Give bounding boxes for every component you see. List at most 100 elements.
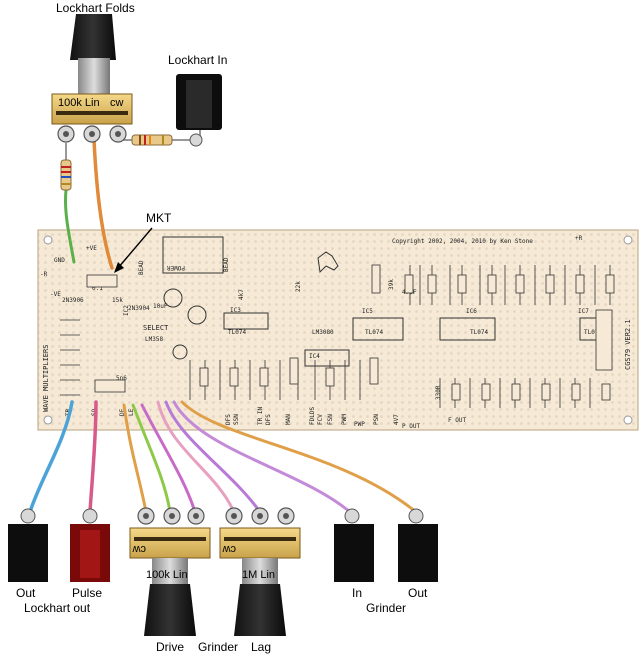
jack-grinder-in-icon (334, 524, 374, 582)
pcb-bead1: BEAD (138, 260, 145, 275)
pin-pwm: PWM (341, 414, 348, 425)
pin-le: LE (128, 408, 135, 416)
pcb-title: WAVE MULTIPLIERS (42, 345, 50, 412)
pcb-power: POWER (167, 264, 185, 271)
pcb-tl074-c: TL074 (470, 329, 488, 336)
jack-grinder-out[interactable] (398, 508, 438, 582)
knob-lag-icon (234, 584, 286, 636)
wire-folds-wiper (92, 138, 114, 270)
pot-lag-dir: cw (223, 543, 237, 555)
pot-drive-body (129, 527, 211, 559)
pin-man: MAN (285, 414, 292, 425)
label-drive: Drive (156, 640, 184, 654)
knob-icon (70, 14, 116, 60)
resistor-in-icon (131, 134, 173, 146)
pcb-r22k: 22k (295, 281, 302, 292)
pcb-tl074-a: TL074 (228, 329, 246, 336)
pcb-ic3: IC3 (230, 307, 241, 314)
pcb-r39k: 39k (388, 279, 395, 290)
knob-drive-icon (144, 584, 196, 636)
pin-dfs: DFS (225, 414, 232, 425)
pot-drive-value: 100k Lin (146, 569, 188, 581)
label-out: Out (16, 586, 36, 600)
pcb-select: SELECT (143, 324, 169, 332)
wire-grinder-in (172, 400, 352, 514)
pin-4v7: 4V7 (393, 414, 400, 425)
label-in: In (352, 586, 362, 600)
wire-drive-1 (122, 403, 148, 514)
jack-lockhart-out[interactable] (8, 508, 48, 582)
label-grinder-right: Grinder (366, 601, 406, 615)
pcb-edge-pin-labels: GND +VE -VE -R +R TR SQ DE LE DFS SSN TR… (40, 235, 583, 430)
pot-body (51, 93, 133, 125)
wire-lag-2 (164, 400, 262, 514)
label-lockhart-out: Lockhart out (24, 601, 91, 615)
pin-nve: -VE (50, 291, 61, 298)
pin-tr-in: TR IN (257, 407, 264, 425)
pin-nr: -R (40, 271, 48, 278)
pot-lag-body (219, 527, 301, 559)
pcb-r4k7: 4k7 (238, 289, 245, 300)
pot-lag[interactable]: cw 1M Lin (219, 507, 301, 636)
pcb-lm3080: LM3080 (312, 329, 334, 336)
wires (28, 119, 418, 514)
jack-grinder-in[interactable] (334, 508, 374, 582)
shaft-icon (78, 58, 110, 96)
pot-drive[interactable]: cw 100k Lin (129, 507, 211, 636)
pcb-ic6: IC6 (466, 308, 477, 315)
label-mkt: MKT (146, 211, 172, 225)
pin-pwp: PWP (354, 421, 365, 428)
label-out-right: Out (408, 586, 428, 600)
pcb-ic4: IC4 (309, 353, 320, 360)
pcb-tl074-b: TL074 (365, 329, 383, 336)
jack-pulse[interactable] (70, 508, 110, 582)
pcb-q2: 2N3904 (128, 305, 150, 312)
pot-lockhart-folds[interactable]: 100k Lin cw (51, 14, 133, 143)
pcb-r15k: 15k (112, 297, 123, 304)
pot-folds-dir: cw (110, 97, 124, 109)
pcb-r5k6: 5n6 (116, 375, 127, 382)
jack-grinder-out-icon (398, 524, 438, 582)
pin-ssn: SSN (233, 414, 240, 425)
pcb-ic7: IC7 (578, 308, 589, 315)
pcb-bead2: BEAD (223, 257, 230, 272)
label-lockhart-in: Lockhart In (168, 53, 227, 67)
wire-pulse-pink (88, 400, 98, 514)
wire-grinder-out (180, 400, 418, 514)
pin-psn: PSN (373, 414, 380, 425)
pin-fsn: FSN (327, 414, 334, 425)
pcb-ic5: IC5 (362, 308, 373, 315)
pcb-cap1: 10uF (153, 303, 168, 310)
pcb-r330: 330R (435, 385, 442, 400)
wire-drive-3 (140, 403, 197, 514)
pcb-ic2: IC2 (123, 305, 130, 316)
pin-fcv: FCV (317, 414, 324, 425)
wire-folds-green (64, 188, 76, 264)
wire-drive-2 (131, 403, 172, 514)
pot-lag-value: 1M Lin (242, 569, 275, 581)
label-lockhart-folds: Lockhart Folds (56, 1, 135, 15)
label-grinder: Grinder (198, 640, 238, 654)
wire-out-blue (28, 400, 74, 514)
pin-pve: +VE (86, 245, 97, 252)
label-pulse: Pulse (72, 586, 102, 600)
pcb-board: Copyright 2002, 2004, 2010 by Ken Stone … (37, 229, 639, 431)
pcb-tl072: TL072 (584, 329, 602, 336)
pcb-q1: 2N3906 (62, 297, 84, 304)
pin-fout: F OUT (448, 417, 466, 424)
jack-out-icon (8, 524, 48, 582)
wire-lag-1 (156, 400, 236, 514)
unicorn-logo-icon (317, 251, 339, 274)
pcb-board-id: CGS79 VER2.1 (624, 319, 632, 370)
jack-lockhart-in[interactable] (176, 74, 222, 130)
pot-folds-value: 100k Lin (58, 97, 100, 109)
pin-pout: P OUT (402, 423, 420, 430)
pin-de: DE (119, 408, 126, 416)
pot-drive-dir: cw (133, 543, 147, 555)
mkt-arrow-icon (117, 227, 153, 269)
pin-gnd: GND (54, 257, 65, 264)
pcb-c01: 0.1 (92, 285, 103, 292)
resistor-folds-icon (60, 142, 72, 191)
pcb-copyright: Copyright 2002, 2004, 2010 by Ken Stone (392, 238, 533, 245)
